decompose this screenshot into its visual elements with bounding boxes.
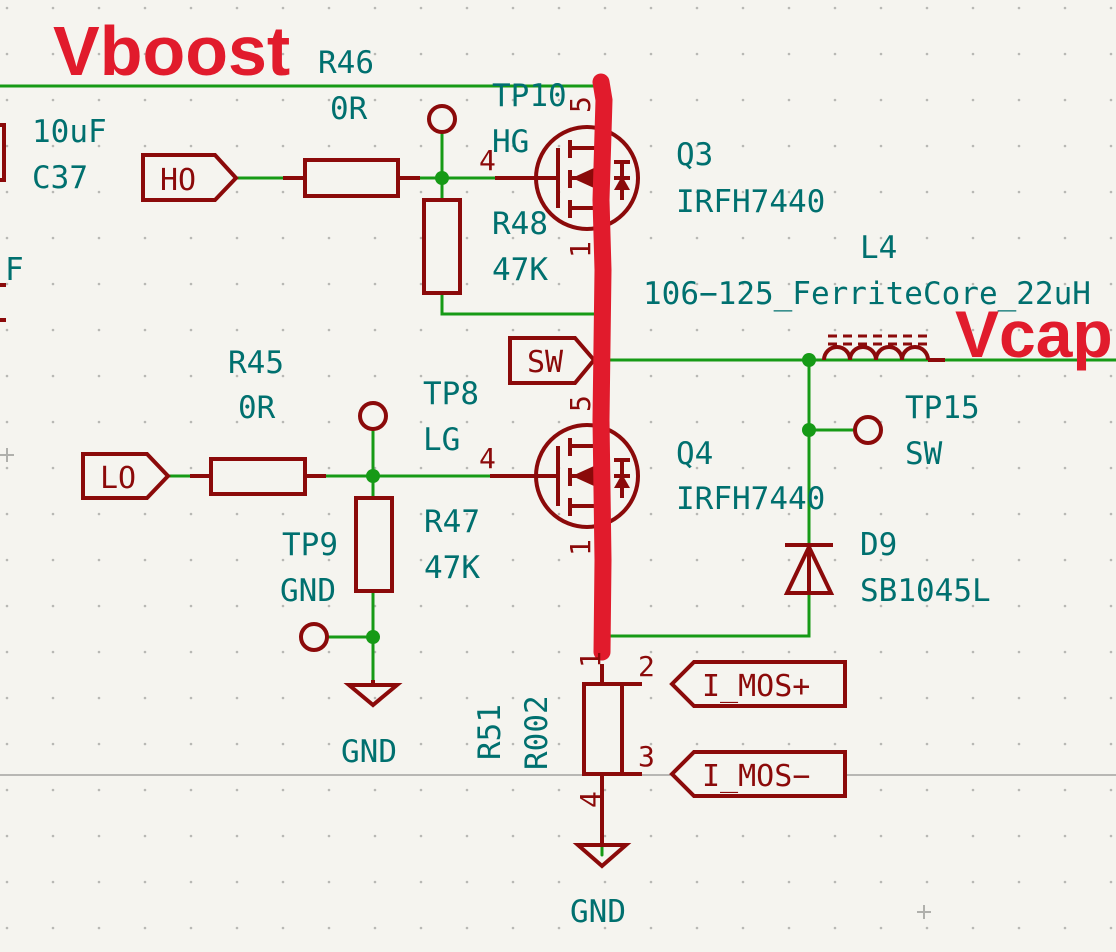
grid-cross-marks — [0, 448, 931, 919]
d9-value: SB1045L — [860, 573, 991, 609]
r51-pin-4: 4 — [574, 791, 607, 808]
net-label-sw: SW — [527, 345, 564, 380]
q3-value: IRFH7440 — [676, 184, 825, 220]
tp10-ref: TP10 — [492, 78, 567, 114]
tp8-ref: TP8 — [423, 376, 479, 412]
q3-mosfet-symbol[interactable] — [495, 125, 640, 231]
r45-ref: R45 — [228, 345, 284, 381]
q3-ref: Q3 — [676, 137, 713, 173]
l4-inductor-symbol[interactable] — [822, 334, 945, 362]
d9-diode-symbol[interactable] — [783, 542, 835, 595]
vboost-annotation: Vboost — [53, 12, 290, 90]
net-label-ho: HO — [160, 163, 196, 198]
wires — [0, 84, 1116, 857]
c37-symbol — [0, 123, 6, 322]
test-points[interactable] — [299, 104, 883, 652]
r45-value: 0R — [238, 390, 276, 426]
r45-body[interactable] — [209, 457, 307, 496]
r51-pin-3: 3 — [638, 740, 655, 773]
tp15-value: SW — [905, 436, 943, 472]
r47-ref: R47 — [424, 504, 480, 540]
c37-value: 10uF — [32, 114, 107, 150]
tp10-value: HG — [492, 124, 529, 160]
c37-ref: C37 — [32, 160, 88, 196]
r46-body[interactable] — [303, 158, 400, 198]
r51-pin-1: 1 — [574, 651, 607, 668]
net-label-imos-minus: I_MOS− — [702, 759, 810, 794]
q4-ref: Q4 — [676, 436, 713, 472]
tp8-value: LG — [423, 422, 460, 458]
net-flags — [81, 153, 847, 798]
tp9-ref: TP9 — [282, 527, 338, 563]
partial-label-f: F — [5, 252, 24, 288]
r46-value: 0R — [330, 91, 368, 127]
net-label-lo: LO — [100, 461, 136, 496]
highlight-stroke — [592, 73, 613, 661]
r46-ref: R46 — [318, 45, 374, 81]
junction-dots — [366, 171, 816, 644]
q4-pin-source: 1 — [564, 539, 597, 556]
r51-ref: R51 — [472, 704, 508, 760]
q3-pin-drain: 5 — [564, 96, 597, 113]
r51-value: R002 — [519, 695, 555, 770]
q4-value: IRFH7440 — [676, 481, 825, 517]
gnd-symbols — [343, 680, 632, 869]
q3-pin-source: 1 — [564, 241, 597, 258]
q4-mosfet-symbol[interactable] — [490, 423, 640, 529]
q4-pin-gate: 4 — [479, 442, 496, 475]
tp15-ref: TP15 — [905, 390, 980, 426]
r48-ref: R48 — [492, 206, 548, 242]
r51-pin-2: 2 — [638, 650, 655, 683]
resistor-leads — [190, 176, 444, 592]
gnd-label-bottom: GND — [570, 894, 626, 930]
r48-value: 47K — [492, 252, 548, 288]
q3-pin-gate: 4 — [479, 144, 496, 177]
vcap-annotation: Vcap — [955, 297, 1113, 371]
d9-ref: D9 — [860, 527, 897, 563]
l4-value: 106−125_FerriteCore_22uH — [643, 276, 1091, 312]
l4-ref: L4 — [860, 230, 897, 266]
r47-body[interactable] — [354, 496, 394, 593]
q4-pin-drain: 5 — [564, 395, 597, 412]
r47-value: 47K — [424, 550, 480, 586]
tp9-value: GND — [280, 573, 336, 609]
r48-body[interactable] — [422, 198, 462, 295]
net-label-imos-plus: I_MOS+ — [702, 669, 810, 704]
r51-body[interactable] — [582, 664, 642, 845]
gnd-label-left: GND — [341, 734, 397, 770]
